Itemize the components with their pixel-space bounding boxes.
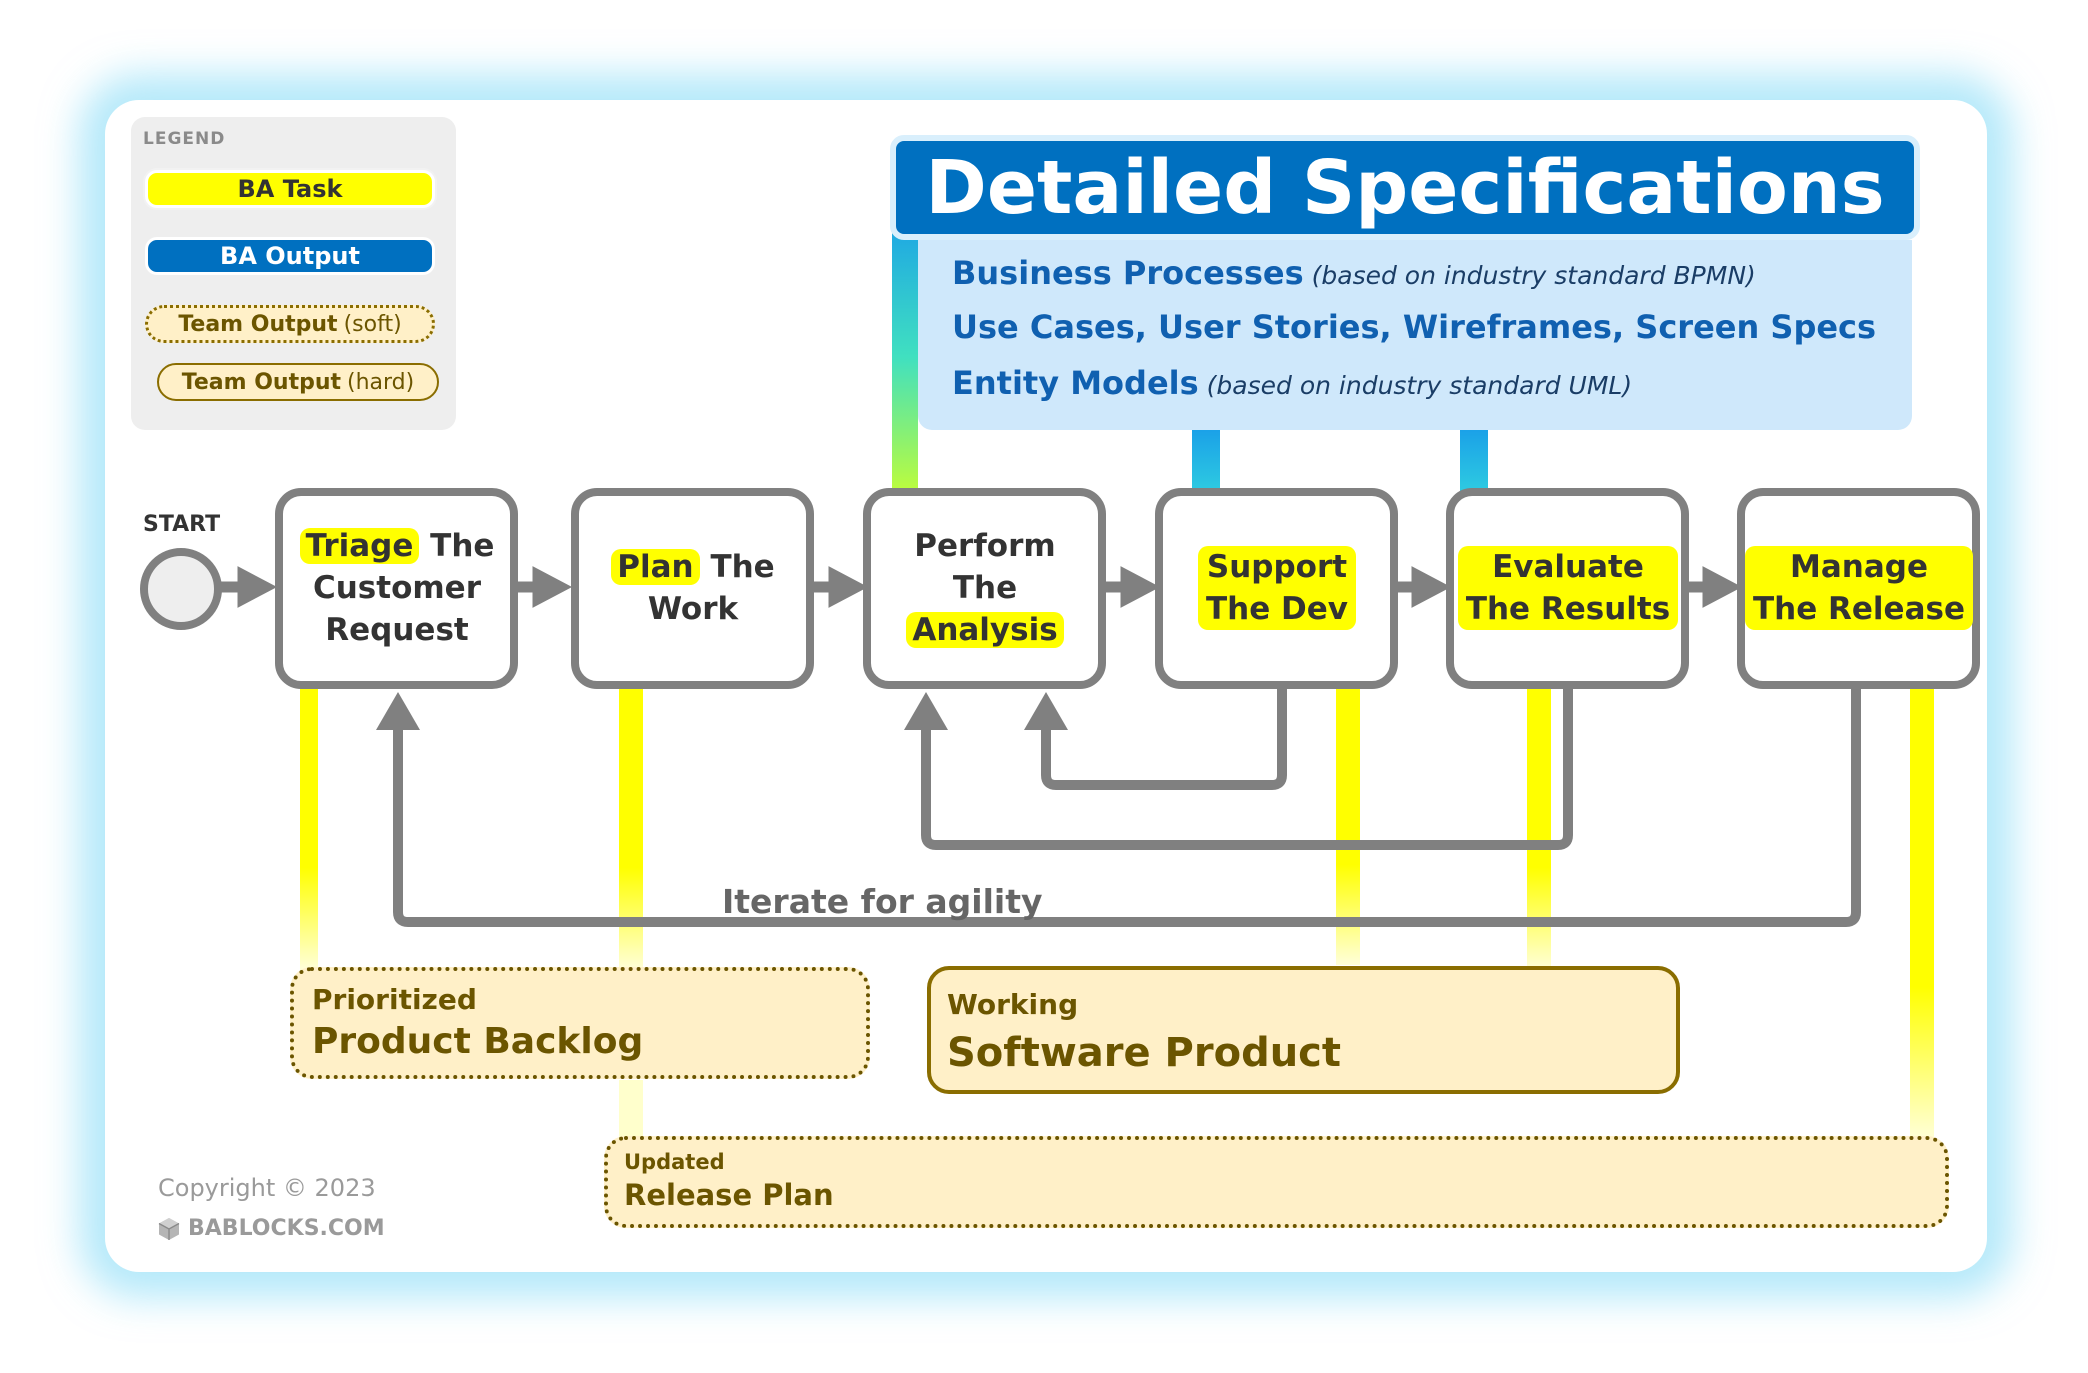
plan-line2: Work bbox=[647, 590, 739, 627]
legend-team-output-soft-sub: (soft) bbox=[343, 311, 402, 337]
cube-logo-icon bbox=[158, 1217, 180, 1240]
copyright-text: Copyright © 2023 bbox=[158, 1174, 376, 1202]
support-line2: The Dev bbox=[1206, 590, 1348, 627]
spec-title: Detailed Specifications bbox=[890, 135, 1920, 240]
step-evaluate: Evaluate The Results bbox=[1448, 490, 1688, 685]
manage-line2: The Release bbox=[1753, 590, 1965, 627]
release-small-label: Updated bbox=[624, 1150, 725, 1174]
support-loop bbox=[1041, 685, 1287, 790]
release-loop bbox=[393, 685, 1861, 927]
release-big-label: Release Plan bbox=[624, 1178, 834, 1212]
flow-arrows bbox=[219, 566, 1743, 608]
triage-line3: Request bbox=[325, 611, 469, 648]
output-product-backlog: Prioritized Product Backlog bbox=[290, 967, 870, 1079]
legend-team-output-soft: Team Output (soft) bbox=[145, 305, 435, 343]
spec-line1-label: Business Processes bbox=[952, 254, 1304, 292]
arrow-start-to-triage bbox=[219, 566, 278, 608]
spec-line3-label: Entity Models bbox=[952, 364, 1199, 402]
legend-team-output-hard: Team Output (hard) bbox=[157, 363, 439, 401]
manage-highlight: Manage The Release bbox=[1745, 545, 1973, 630]
iterate-label: Iterate for agility bbox=[722, 882, 1043, 921]
legend-team-output-soft-label: Team Output bbox=[178, 311, 338, 337]
arrow-triage-to-plan bbox=[516, 566, 573, 608]
perform-line1: Perform bbox=[914, 527, 1056, 564]
arrow-support-to-evaluate bbox=[1395, 566, 1452, 608]
support-line1: Support bbox=[1206, 548, 1348, 585]
software-small-label: Working bbox=[947, 988, 1079, 1021]
arrowhead-up-perform-2 bbox=[1024, 692, 1068, 730]
arrow-evaluate-to-manage bbox=[1686, 566, 1743, 608]
output-release-plan: Updated Release Plan bbox=[604, 1136, 1949, 1228]
evaluate-loop bbox=[921, 685, 1573, 850]
output-software-product: Working Software Product bbox=[927, 966, 1680, 1094]
plan-highlight: Plan bbox=[611, 548, 700, 585]
spec-line1-note: (based on industry standard BPMN) bbox=[1311, 261, 1756, 290]
backlog-big-label: Product Backlog bbox=[312, 1021, 644, 1062]
perform-line2: The bbox=[952, 569, 1018, 606]
plan-box bbox=[571, 488, 814, 689]
step-perform: Perform The Analysis bbox=[865, 490, 1105, 685]
software-big-label: Software Product bbox=[947, 1030, 1342, 1076]
plan-rest: The bbox=[710, 548, 775, 585]
triage-line2: Customer bbox=[312, 569, 481, 606]
evaluate-line2: The Results bbox=[1465, 590, 1671, 627]
iterate-loops bbox=[393, 685, 1861, 927]
triage-rest: The bbox=[430, 527, 495, 564]
perform-highlight: Analysis bbox=[906, 611, 1064, 648]
triage-highlight: Triage bbox=[299, 527, 420, 564]
backlog-small-label: Prioritized bbox=[312, 983, 477, 1016]
triage-to-backlog-connector bbox=[300, 630, 318, 970]
spec-line-business-processes: Business Processes(based on industry sta… bbox=[952, 254, 1756, 292]
step-plan: Plan The Work bbox=[573, 490, 813, 685]
manage-line1: Manage bbox=[1790, 548, 1928, 585]
evaluate-highlight: Evaluate The Results bbox=[1457, 545, 1679, 630]
evaluate-line1: Evaluate bbox=[1492, 548, 1644, 585]
spec-line-entity-models: Entity Models(based on industry standard… bbox=[952, 364, 1632, 402]
arrowhead-up-triage bbox=[376, 692, 420, 730]
start-label: START bbox=[143, 512, 221, 537]
brand: BABLOCKS.COM bbox=[158, 1216, 385, 1241]
legend-ba-output: BA Output bbox=[145, 237, 435, 275]
step-manage: Manage The Release bbox=[1739, 490, 1979, 685]
support-highlight: Support The Dev bbox=[1198, 545, 1356, 630]
legend: LEGEND BA Task BA Output Team Output (so… bbox=[131, 117, 456, 430]
spec-line-use-cases: Use Cases, User Stories, Wireframes, Scr… bbox=[952, 308, 1877, 346]
legend-team-output-hard-label: Team Output bbox=[181, 369, 342, 395]
legend-ba-task: BA Task bbox=[145, 170, 435, 208]
step-triage: Triage The Customer Request bbox=[277, 490, 517, 685]
legend-title: LEGEND bbox=[143, 129, 226, 149]
legend-team-output-hard-sub: (hard) bbox=[347, 369, 415, 395]
arrowhead-up-perform-1 bbox=[904, 692, 948, 730]
brand-label: BABLOCKS.COM bbox=[188, 1216, 385, 1241]
arrow-perform-to-support bbox=[1104, 566, 1161, 608]
plan-to-release-connector bbox=[619, 1080, 643, 1145]
spec-line3-note: (based on industry standard UML) bbox=[1206, 371, 1633, 400]
start-event bbox=[140, 548, 222, 630]
manage-to-release-connector bbox=[1910, 630, 1934, 1140]
step-support: Support The Dev bbox=[1157, 490, 1397, 685]
loop-arrowheads bbox=[376, 692, 1068, 730]
spec-details: Business Processes(based on industry sta… bbox=[918, 240, 1912, 430]
arrow-plan-to-perform bbox=[812, 566, 869, 608]
